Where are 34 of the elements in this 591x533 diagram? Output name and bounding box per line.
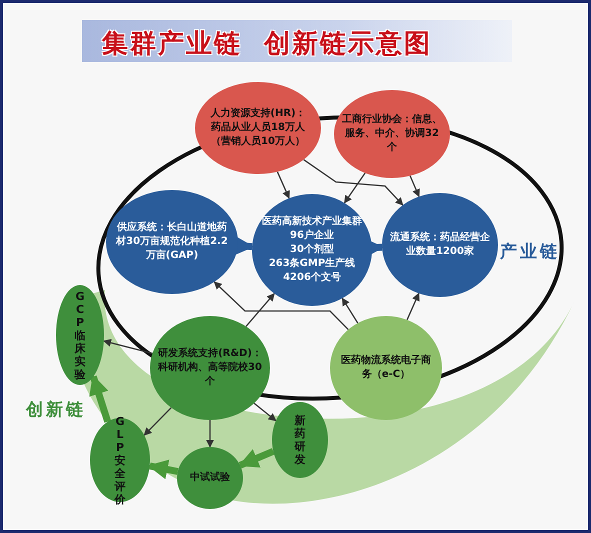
- arrow: [144, 407, 172, 436]
- node-text: GLP安全评价: [114, 414, 126, 506]
- node-text: 人力资源支持(HR)：药品从业人员18万人（营销人员10万人）: [209, 107, 307, 149]
- arrow: [276, 172, 290, 199]
- title: 集群产业链 创新链示意图: [102, 28, 432, 61]
- node-text: 流通系统：药品经营企业数量1200家: [390, 231, 490, 259]
- node-text: 96户企业: [289, 229, 335, 243]
- node-text: 263条GMP生产线: [268, 257, 356, 271]
- arrow: [254, 402, 277, 422]
- arrow: [103, 338, 153, 354]
- arrow: [246, 293, 275, 327]
- node-text: 供应系统：长白山道地药材30万亩规范化种植2.2万亩(GAP): [114, 221, 229, 263]
- node-text: 30个剂型: [289, 243, 335, 257]
- chain-label: 产业链: [500, 241, 560, 263]
- node-text: 医药物流系统电子商务（e-C）: [341, 354, 431, 382]
- node-text: 研发系统支持(R&D)：科研机构、高等院校30个: [156, 347, 263, 389]
- arrow: [410, 176, 420, 198]
- chain-label: 创新链: [26, 399, 86, 421]
- node-text: 新药研发: [294, 414, 306, 466]
- arrow: [206, 420, 214, 448]
- node-text: GCP临床实验: [74, 290, 86, 380]
- arrow: [342, 298, 358, 324]
- arrow: [344, 172, 366, 204]
- arrow: [148, 460, 178, 480]
- node-text: 工商行业协会：信息、服务、中介、协调32个: [342, 113, 442, 155]
- node-heading: 医药高新技术产业集群: [261, 215, 363, 229]
- node-text: 中试试验: [189, 471, 231, 485]
- arrow: [234, 236, 254, 256]
- arrow: [238, 448, 275, 469]
- node-text: 4206个文号: [282, 271, 342, 285]
- arrow: [89, 374, 112, 423]
- arrow: [214, 281, 349, 330]
- arrow: [303, 159, 404, 206]
- arrow: [406, 292, 420, 320]
